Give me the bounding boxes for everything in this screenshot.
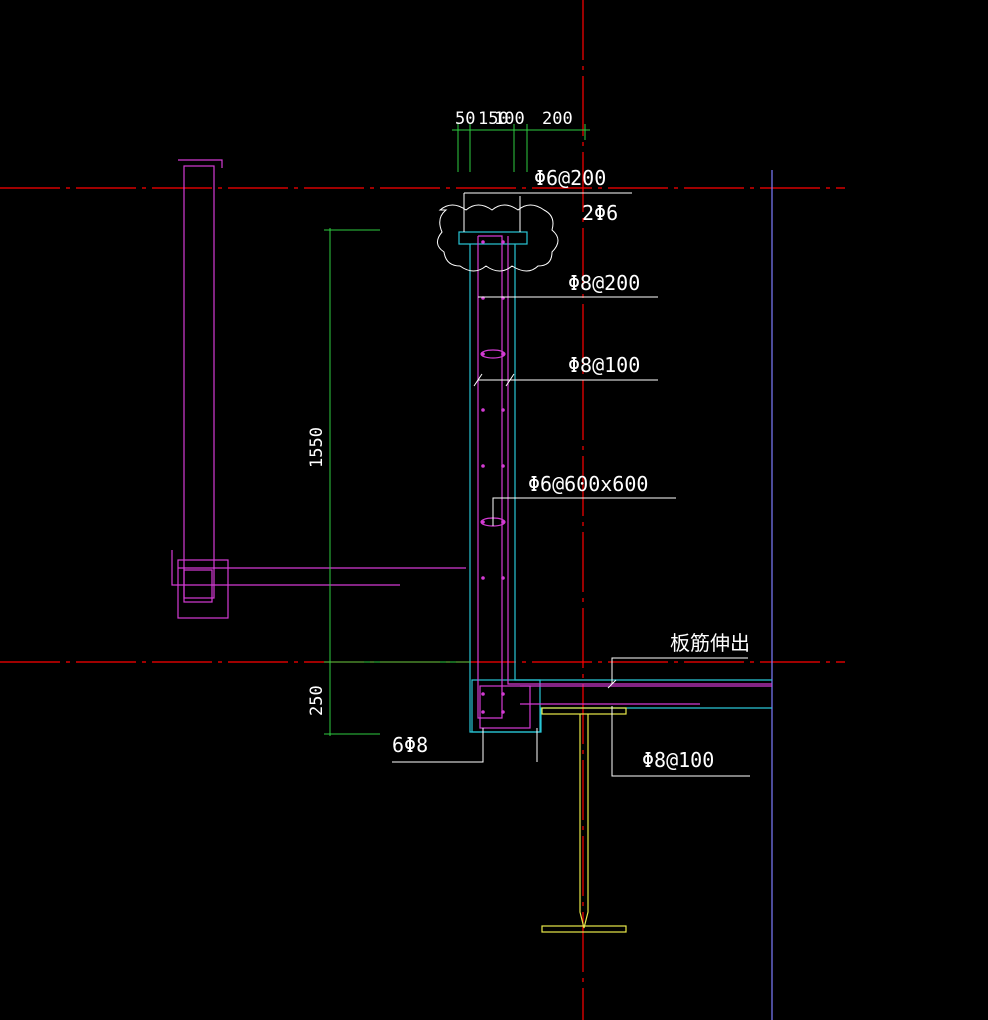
leader-horizontal-tick-1 xyxy=(473,373,483,387)
leader-slab-rebar xyxy=(611,706,750,777)
rebar-dot xyxy=(501,520,505,524)
left-elevation-column xyxy=(183,165,215,599)
rebar-dot xyxy=(501,576,505,580)
beam-stirrup xyxy=(479,685,531,729)
top-stirrup xyxy=(477,235,503,719)
rebar-dot xyxy=(481,408,485,412)
label-top-bars: 2Φ6 xyxy=(582,201,618,225)
label-vertical-rebar: Φ8@200 xyxy=(568,271,640,295)
leader-horizontal-tick-2 xyxy=(505,373,515,387)
dimension-lines xyxy=(324,124,590,736)
edge-beam xyxy=(471,679,541,733)
steel-top-flange xyxy=(541,707,627,715)
rebar-dot xyxy=(501,408,505,412)
revision-cloud xyxy=(437,204,559,272)
dim-label-200: 200 xyxy=(542,109,573,129)
steel-i-beam xyxy=(541,707,627,933)
left-elevation-foot xyxy=(177,559,229,619)
leader-lines xyxy=(392,192,750,777)
axis-lines xyxy=(0,0,845,1020)
rebar-dot xyxy=(501,692,505,696)
rebar-dot xyxy=(481,464,485,468)
label-slab-rebar: Φ8@100 xyxy=(642,748,714,772)
parapet-cap xyxy=(458,231,528,245)
annotation-texts: 50 150 100 200 1550 250 Φ6@200 2Φ6 Φ8@20… xyxy=(307,109,750,772)
dim-label-1550: 1550 xyxy=(307,427,327,468)
dim-label-150: 150 xyxy=(478,109,509,129)
rebar-dot xyxy=(481,576,485,580)
vertical-bar-outer xyxy=(507,236,772,685)
label-horizontal-rebar: Φ8@100 xyxy=(568,353,640,377)
dim-label-250: 250 xyxy=(307,685,327,716)
dim-label-50: 50 xyxy=(455,109,475,129)
rebar-dot xyxy=(501,710,505,714)
rebar-dot xyxy=(481,692,485,696)
left-elevation-outer xyxy=(178,159,223,168)
label-beam-bars: 6Φ8 xyxy=(392,733,428,757)
rebar-dot xyxy=(481,352,485,356)
parapet-inner xyxy=(514,244,772,681)
label-top-stirrup: Φ6@200 xyxy=(534,166,606,190)
dim-label-100: 100 xyxy=(494,109,525,129)
revision-cloud-outline xyxy=(437,204,559,272)
rebar-dot xyxy=(481,710,485,714)
steel-bottom-flange xyxy=(541,925,627,933)
rebar-dot xyxy=(481,240,485,244)
leader-slab-extension xyxy=(611,657,748,684)
rebar-dot xyxy=(501,352,505,356)
tie-hook-1 xyxy=(480,349,506,359)
rebar-dots xyxy=(481,240,505,714)
label-tie-bars: Φ6@600x600 xyxy=(528,472,648,496)
leader-tie-bars xyxy=(492,497,676,526)
rebar-dot xyxy=(501,240,505,244)
leader-slab-tick xyxy=(607,679,617,689)
left-elevation-foot-inner xyxy=(183,569,213,603)
label-slab-extension: 板筋伸出 xyxy=(670,631,750,655)
left-elevation-hook xyxy=(171,550,400,586)
rebar-dot xyxy=(481,520,485,524)
steel-web xyxy=(579,714,589,929)
rebar-dot xyxy=(501,464,505,468)
leader-beam-bars xyxy=(392,728,484,763)
